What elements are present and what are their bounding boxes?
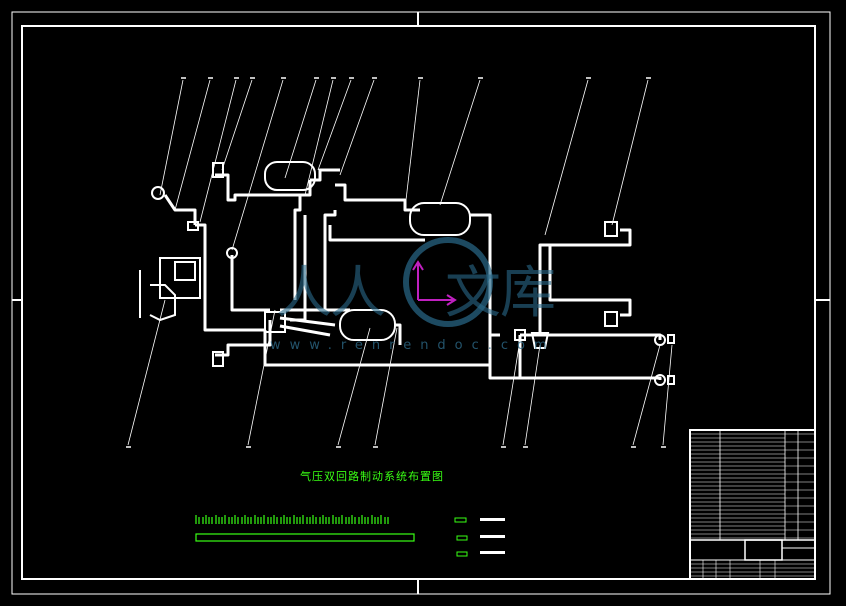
balloon-ticks bbox=[126, 77, 666, 448]
note-bar-green bbox=[195, 533, 415, 542]
drawing-title: 气压双回路制动系统布置图 bbox=[300, 470, 444, 483]
note-bars bbox=[195, 515, 505, 557]
brake-chamber-mid-right bbox=[604, 311, 618, 327]
compressor-block bbox=[159, 257, 201, 299]
note-barcode bbox=[195, 515, 389, 524]
leader-lines bbox=[127, 79, 673, 446]
watermark-url: www.renrendoc.com bbox=[270, 338, 556, 353]
watermark-char-3: 文 bbox=[445, 261, 501, 326]
compressor-body bbox=[149, 284, 176, 322]
note-mark-1 bbox=[454, 517, 467, 523]
compressor-inner bbox=[174, 261, 196, 281]
watermark-char-4: 库 bbox=[500, 261, 556, 326]
brake-chamber-rear-2 bbox=[654, 374, 666, 386]
watermark-char-2: 人 bbox=[330, 261, 386, 326]
note-mark-2 bbox=[456, 535, 468, 541]
relay-valve bbox=[530, 332, 550, 349]
valve-small bbox=[187, 221, 199, 231]
gauge-left bbox=[226, 247, 238, 259]
brake-chamber-bottom-left bbox=[212, 351, 224, 367]
components bbox=[139, 161, 675, 386]
sheet-frame bbox=[11, 11, 831, 595]
watermark-char-1: 人 bbox=[276, 261, 332, 326]
air-tank-right bbox=[409, 202, 471, 236]
watermark-logo bbox=[403, 237, 493, 327]
title-block bbox=[689, 429, 816, 580]
valve-upper-left bbox=[151, 186, 165, 200]
brake-chamber-top-right bbox=[604, 221, 618, 237]
note-mark-3 bbox=[456, 551, 468, 557]
air-tank-lower bbox=[339, 309, 396, 341]
